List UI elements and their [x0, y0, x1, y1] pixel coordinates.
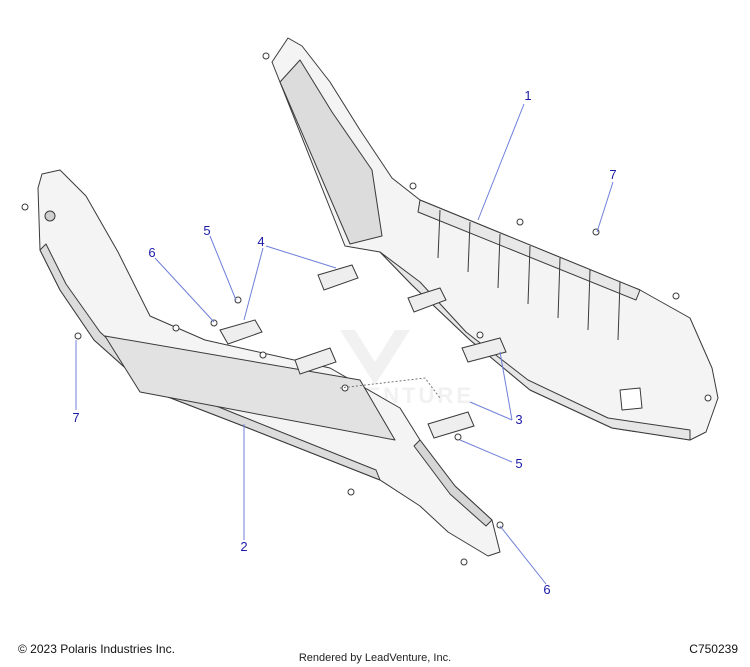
rendered-by-text: Rendered by LeadVenture, Inc.: [298, 652, 452, 664]
copyright-text: © 2023 Polaris Industries Inc.: [18, 642, 175, 656]
callout-5-lower[interactable]: 5: [515, 456, 522, 471]
dashed-reference-line: [339, 377, 441, 399]
fastener-parts: [21, 52, 712, 566]
rocker-panel-left: [37, 169, 501, 557]
callout-6-upper[interactable]: 6: [148, 245, 155, 260]
bracket-parts: [219, 264, 507, 439]
callout-3[interactable]: 3: [515, 412, 522, 427]
callout-2[interactable]: 2: [240, 539, 247, 554]
bracket-right-upper: [407, 287, 447, 313]
bracket-center: [317, 264, 359, 291]
callout-5-upper[interactable]: 5: [203, 223, 210, 238]
callout-1[interactable]: 1: [524, 88, 531, 103]
bracket-center-left: [294, 347, 337, 375]
callout-7-left[interactable]: 7: [72, 410, 79, 425]
callout-6-lower[interactable]: 6: [543, 582, 550, 597]
diagram-id-text: C750239: [689, 642, 738, 656]
callout-7-right[interactable]: 7: [609, 167, 616, 182]
watermark-logo-icon: [340, 330, 410, 385]
leader-lines: [75, 103, 614, 585]
callout-4[interactable]: 4: [257, 234, 264, 249]
bracket-left: [219, 319, 263, 345]
bracket-right-lower: [427, 411, 475, 439]
bracket-right: [461, 337, 507, 363]
